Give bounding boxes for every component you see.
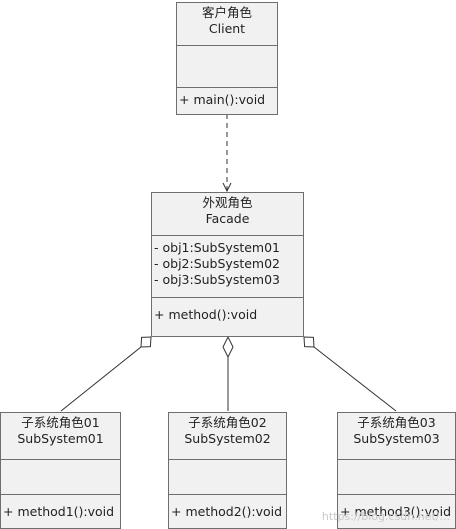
class-subsystem-03-name-cn: 子系统角色03	[357, 415, 436, 430]
class-facade-attribute: - obj1:SubSystem01	[154, 240, 281, 255]
class-subsystem-03[interactable]: 子系统角色03 SubSystem03 + method3():void	[337, 412, 456, 529]
class-subsystem-03-name-en: SubSystem03	[353, 431, 440, 446]
class-subsystem-02-header: 子系统角色02 SubSystem02	[169, 413, 286, 459]
class-facade-name-en: Facade	[205, 211, 250, 226]
class-facade-attribute: - obj3:SubSystem03	[154, 272, 281, 287]
class-subsystem-02-operation: + method2():void	[171, 504, 283, 519]
class-client-operations: + main():void	[177, 87, 277, 108]
class-client-operation: + main():void	[179, 92, 266, 107]
class-subsystem-03-attributes	[338, 459, 455, 494]
class-facade[interactable]: 外观角色 Facade - obj1:SubSystem01 - obj2:Su…	[151, 192, 304, 337]
aggregation-diamond-02	[222, 335, 234, 359]
class-subsystem-02-name-cn: 子系统角色02	[188, 415, 267, 430]
class-subsystem-03-operations: + method3():void	[338, 494, 455, 520]
class-client-header: 客户角色 Client	[177, 3, 277, 45]
class-subsystem-01-name-en: SubSystem01	[17, 431, 104, 446]
class-facade-operations: + method():void	[152, 297, 303, 323]
aggregation-diamond-01	[140, 336, 152, 348]
class-facade-operation: + method():void	[154, 307, 258, 322]
class-subsystem-02-name-en: SubSystem02	[184, 431, 271, 446]
class-subsystem-01-operations: + method1():void	[1, 494, 120, 520]
class-subsystem-03-operation: + method3():void	[340, 504, 452, 519]
aggregation-diamond-03	[303, 336, 315, 348]
class-subsystem-02[interactable]: 子系统角色02 SubSystem02 + method2():void	[168, 412, 287, 529]
class-facade-attribute: - obj2:SubSystem02	[154, 256, 281, 271]
class-client-name-cn: 客户角色	[201, 5, 252, 20]
class-facade-name-cn: 外观角色	[202, 195, 253, 210]
class-facade-header: 外观角色 Facade	[152, 193, 303, 235]
watermark-text: https://blog.csdn.net/...	[321, 510, 450, 523]
aggregation-line-03	[313, 346, 397, 412]
class-subsystem-02-attributes	[169, 459, 286, 494]
class-subsystem-03-header: 子系统角色03 SubSystem03	[338, 413, 455, 459]
class-facade-attributes: - obj1:SubSystem01 - obj2:SubSystem02 - …	[152, 235, 303, 297]
class-subsystem-01-attributes	[1, 459, 120, 494]
class-client[interactable]: 客户角色 Client + main():void	[176, 2, 278, 115]
class-subsystem-01-name-cn: 子系统角色01	[21, 415, 100, 430]
class-client-attributes	[177, 45, 277, 87]
class-subsystem-02-operations: + method2():void	[169, 494, 286, 520]
class-client-name-en: Client	[208, 21, 246, 36]
class-subsystem-01-header: 子系统角色01 SubSystem01	[1, 413, 120, 459]
aggregation-line-01	[60, 346, 142, 412]
class-subsystem-01-operation: + method1():void	[3, 504, 115, 519]
class-subsystem-01[interactable]: 子系统角色01 SubSystem01 + method1():void	[0, 412, 121, 529]
